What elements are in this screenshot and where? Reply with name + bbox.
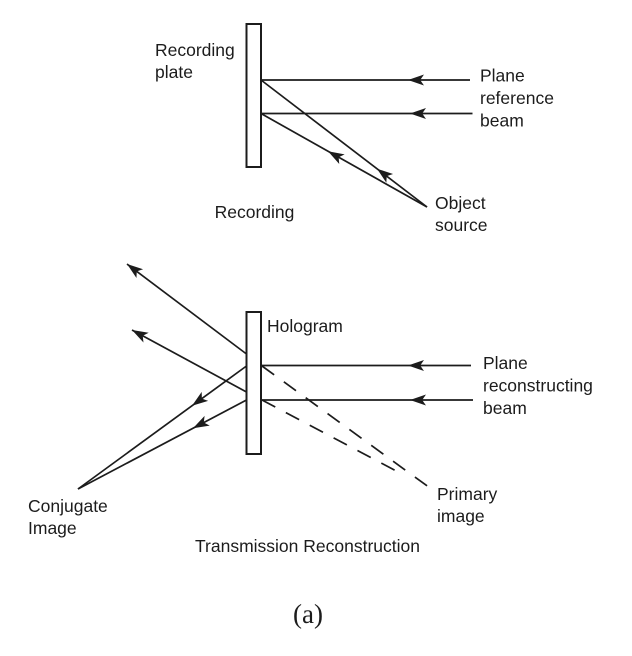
reference-beam-label-line2: reference bbox=[480, 88, 554, 108]
reference-beam-lower-arrowhead-icon bbox=[410, 108, 426, 119]
diverging-ray-lower-line bbox=[131, 329, 247, 393]
conjugate-ray-lower-arrowhead-icon bbox=[193, 415, 210, 429]
recording-plate-label-line1: Recording bbox=[155, 40, 235, 60]
primary-ray-upper-dashed-line bbox=[261, 365, 431, 489]
primary-image-label-line1: Primary bbox=[437, 484, 498, 504]
object-ray-upper-arrowhead-icon bbox=[377, 168, 394, 183]
diverging-ray-upper-line bbox=[126, 263, 248, 355]
reconstruction-diagram: Hologram Plane reconstructing beam Prima… bbox=[28, 263, 593, 556]
reconstructing-beam-label-line3: beam bbox=[483, 398, 527, 418]
recording-caption: Recording bbox=[215, 202, 295, 222]
hologram-plate bbox=[245, 311, 262, 455]
recording-diagram: Recording plate Plane reference beam Obj… bbox=[155, 23, 554, 235]
reconstructing-beam-lower-arrowhead-icon bbox=[410, 394, 426, 406]
conjugate-ray-upper-arrowhead-icon bbox=[192, 391, 209, 406]
object-ray-lower-arrowhead-icon bbox=[328, 151, 345, 164]
reconstructing-beam-label-line1: Plane bbox=[483, 353, 528, 373]
conjugate-image-label-line2: Image bbox=[28, 518, 77, 538]
reconstructing-beam-upper-arrowhead-icon bbox=[408, 360, 424, 371]
conjugate-ray-lower-line bbox=[77, 399, 247, 490]
recording-plate bbox=[245, 23, 262, 168]
diverging-ray-upper-arrowhead-icon bbox=[127, 264, 144, 279]
conjugate-image-label-line1: Conjugate bbox=[28, 496, 108, 516]
figure-caption: (a) bbox=[293, 599, 323, 629]
recording-plate-label-line2: plate bbox=[155, 62, 193, 82]
primary-image-label-line2: image bbox=[437, 506, 485, 526]
diverging-ray-lower-arrowhead-icon bbox=[132, 330, 149, 343]
object-ray-upper-line bbox=[260, 79, 428, 208]
reconstructing-beam-label-line2: reconstructing bbox=[483, 376, 593, 396]
primary-ray-lower-dashed-line bbox=[261, 399, 401, 474]
reference-beam-label-line1: Plane bbox=[480, 66, 525, 86]
hologram-plate-label: Hologram bbox=[267, 316, 343, 336]
object-source-label-line1: Object bbox=[435, 193, 486, 213]
reference-beam-label-line3: beam bbox=[480, 111, 524, 131]
object-source-label-line2: source bbox=[435, 215, 488, 235]
reconstruction-caption: Transmission Reconstruction bbox=[195, 536, 420, 556]
conjugate-ray-upper-line bbox=[77, 365, 248, 490]
reference-beam-upper-arrowhead-icon bbox=[408, 74, 424, 86]
object-ray-lower-line bbox=[260, 112, 428, 208]
